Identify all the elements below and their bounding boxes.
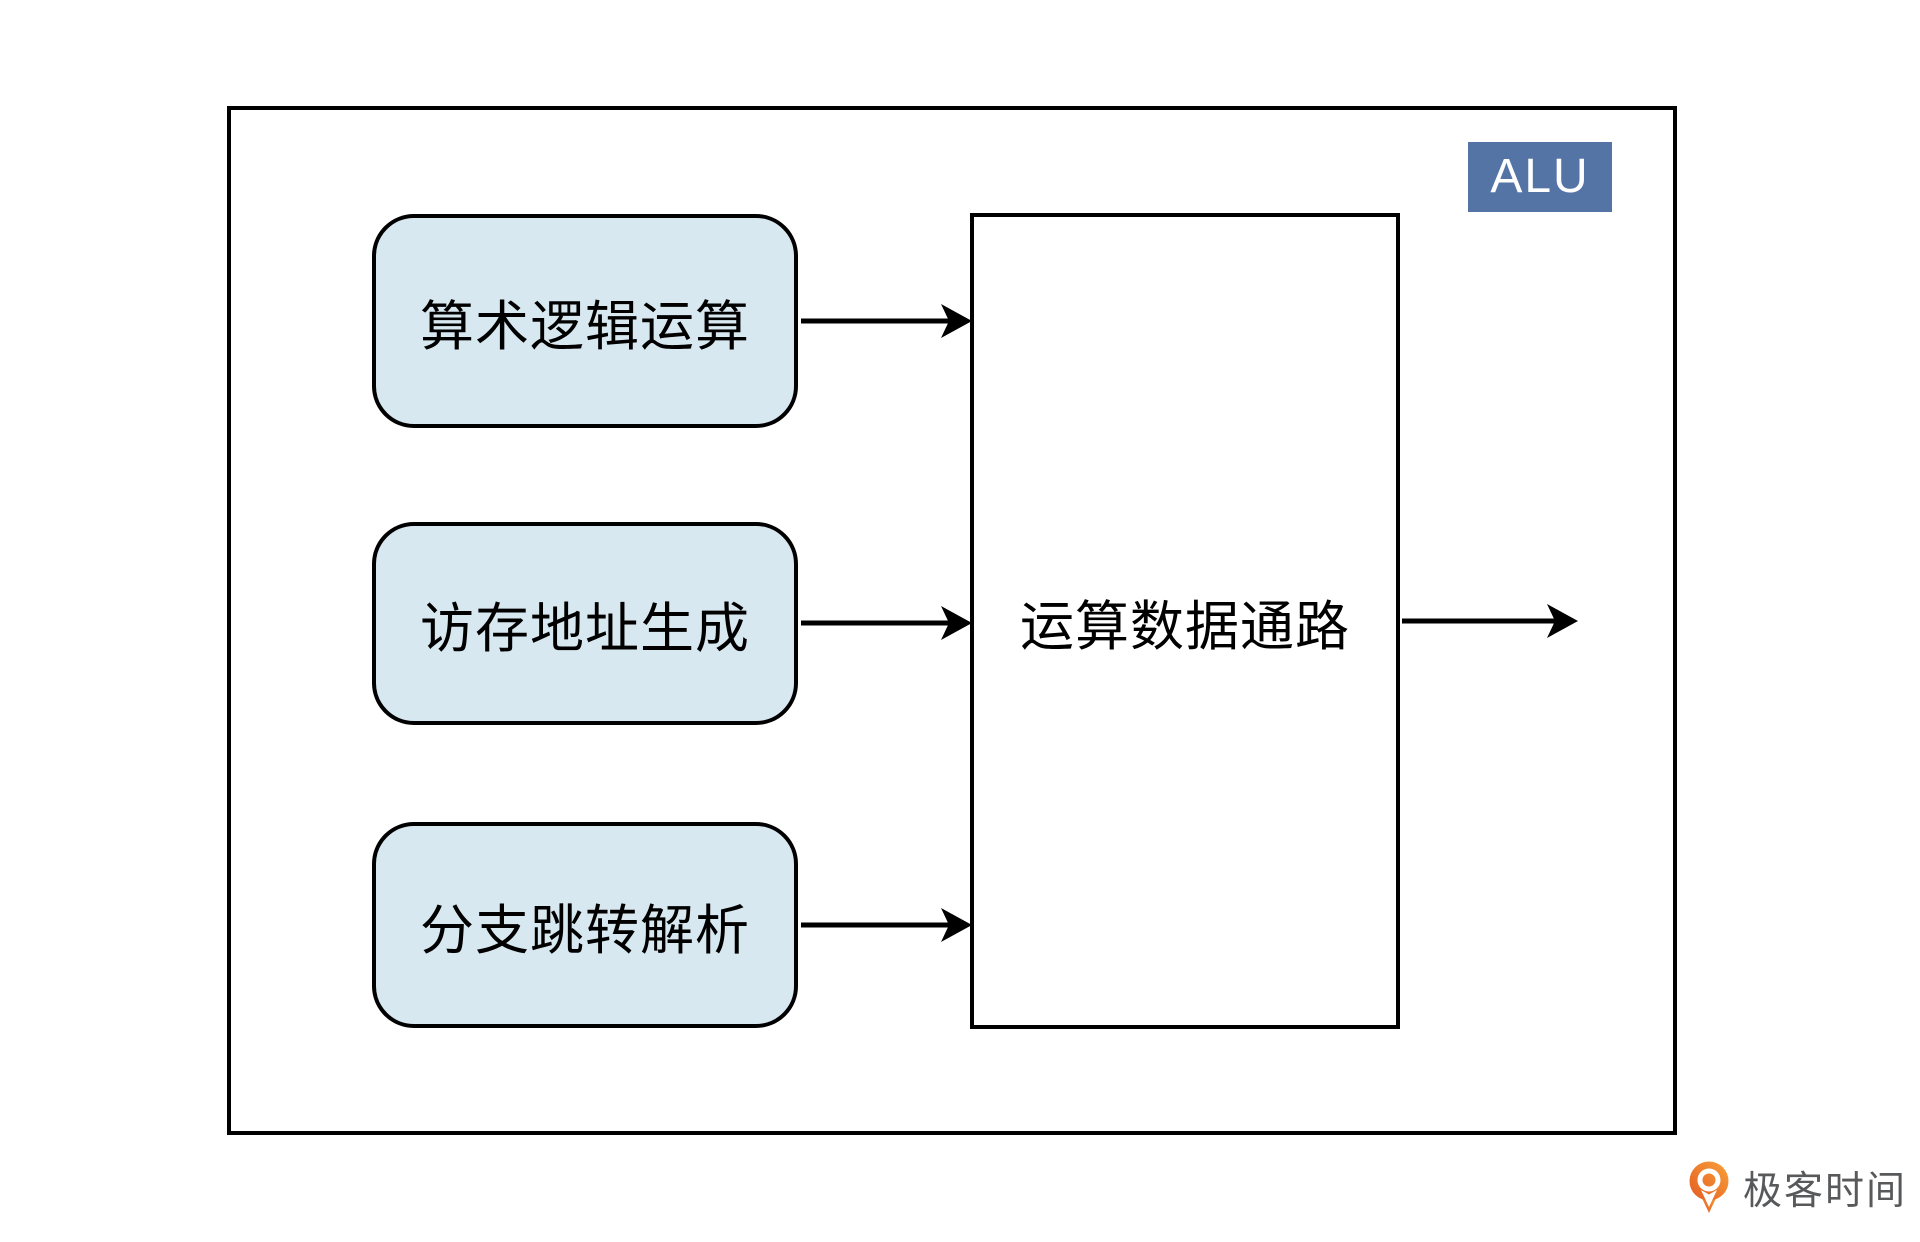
input-box-branch-jump: 分支跳转解析 [372,822,798,1028]
brand-footer: 极客时间 [1688,1158,1907,1218]
input-box-label: 访存地址生成 [420,599,750,659]
datapath-rect: 运算数据通路 [970,213,1400,1029]
input-box-label: 分支跳转解析 [420,900,750,961]
brand-name: 极客时间 [1743,1170,1908,1213]
input-box-arithmetic-logic: 算术逻辑运算 [372,214,798,428]
geektime-logo-icon [1689,1161,1729,1213]
input-box-memory-address: 访存地址生成 [372,522,798,725]
input-box-label: 算术逻辑运算 [420,296,750,357]
alu-badge: ALU [1468,142,1612,212]
datapath-label: 运算数据通路 [1020,596,1350,657]
